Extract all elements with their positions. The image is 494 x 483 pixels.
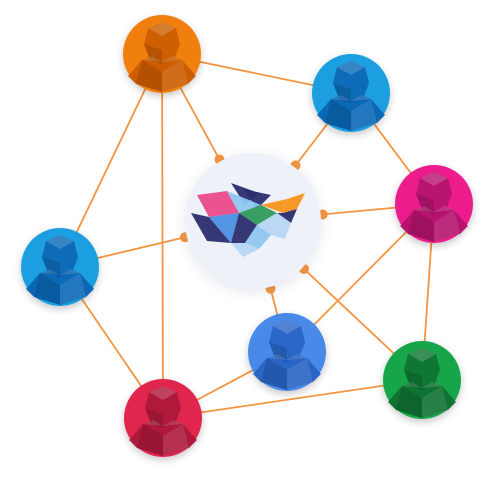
polygon-avatar-icon	[26, 235, 94, 305]
node-magenta	[395, 165, 473, 243]
edge-orange-crimson	[161, 53, 164, 419]
node-orange	[123, 15, 201, 93]
polygon-avatar-icon	[129, 386, 197, 456]
polygon-avatar-icon	[388, 348, 456, 418]
node-crimson	[124, 379, 202, 457]
node-sky-top	[312, 54, 390, 132]
polygon-avatar-icon	[317, 61, 385, 131]
polygonal-bird-logo	[191, 183, 305, 257]
polygon-avatar-icon	[400, 172, 468, 242]
node-green	[383, 341, 461, 419]
node-sky-left	[21, 228, 99, 306]
edge-orange-sky-left	[59, 53, 163, 268]
node-blue	[248, 313, 326, 391]
polygon-avatar-icon	[253, 320, 321, 390]
edge-green-crimson	[162, 379, 423, 419]
hub-node	[185, 153, 321, 289]
avatar-nodes	[21, 15, 473, 457]
polygon-avatar-icon	[128, 22, 196, 92]
